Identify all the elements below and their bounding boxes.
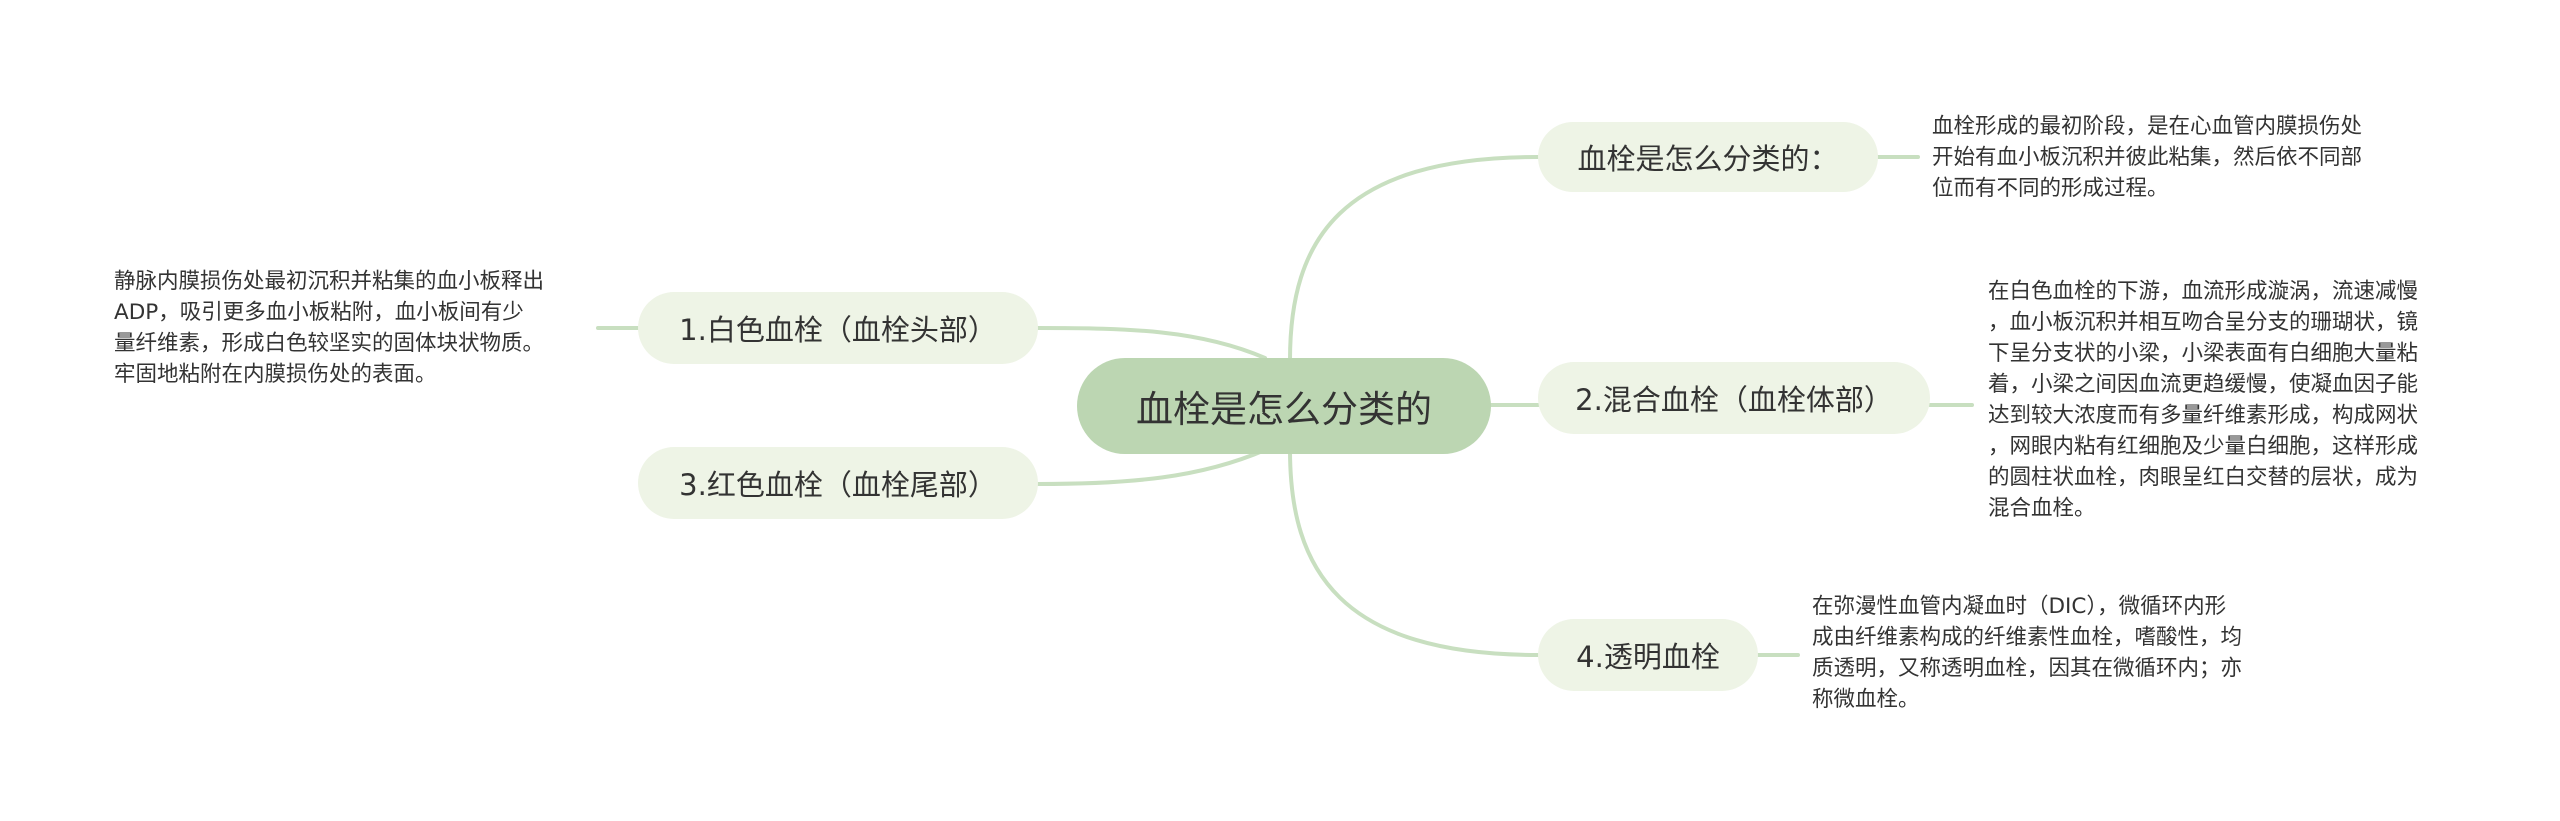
central-topic[interactable]: 血栓是怎么分类的 — [1077, 358, 1491, 454]
detail-text-hyaline-thrombus: 在弥漫性血管内凝血时（DIC），微循环内形 成由纤维素构成的纤维素性血栓，嗜酸性… — [1812, 594, 2243, 712]
branch-label: 血栓是怎么分类的： — [1577, 142, 1839, 176]
branch-node-classification[interactable]: 血栓是怎么分类的： — [1538, 122, 1878, 192]
branch-label: 2.混合血栓（血栓体部） — [1575, 383, 1893, 417]
link-center-to-branch-1 — [1288, 155, 1540, 362]
branch-label: 4.透明血栓 — [1576, 640, 1720, 674]
branch-label: 1.白色血栓（血栓头部） — [679, 313, 997, 347]
branch-node-white-thrombus[interactable]: 1.白色血栓（血栓头部） — [638, 292, 1038, 364]
detail-text-white-thrombus: 静脉内膜损伤处最初沉积并粘集的血小板释出 ADP，吸引更多血小板粘附，血小板间有… — [114, 269, 545, 387]
link-center-to-branch-3 — [1288, 448, 1540, 657]
branch-label: 3.红色血栓（血栓尾部） — [679, 468, 997, 502]
link-center-to-branch-4 — [1036, 326, 1267, 360]
branch-node-red-thrombus[interactable]: 3.红色血栓（血栓尾部） — [638, 447, 1038, 519]
link-center-to-branch-5 — [1036, 448, 1267, 486]
detail-text-mixed-thrombus: 在白色血栓的下游，血流形成漩涡，流速减慢 ，血小板沉积并相互吻合呈分支的珊瑚状，… — [1988, 279, 2419, 521]
detail-text-classification: 血栓形成的最初阶段，是在心血管内膜损伤处 开始有血小板沉积并彼此粘集，然后依不同… — [1932, 114, 2363, 201]
branch-node-hyaline-thrombus[interactable]: 4.透明血栓 — [1538, 619, 1758, 691]
branch-node-mixed-thrombus[interactable]: 2.混合血栓（血栓体部） — [1538, 362, 1930, 434]
central-topic-label: 血栓是怎么分类的 — [1136, 388, 1432, 431]
